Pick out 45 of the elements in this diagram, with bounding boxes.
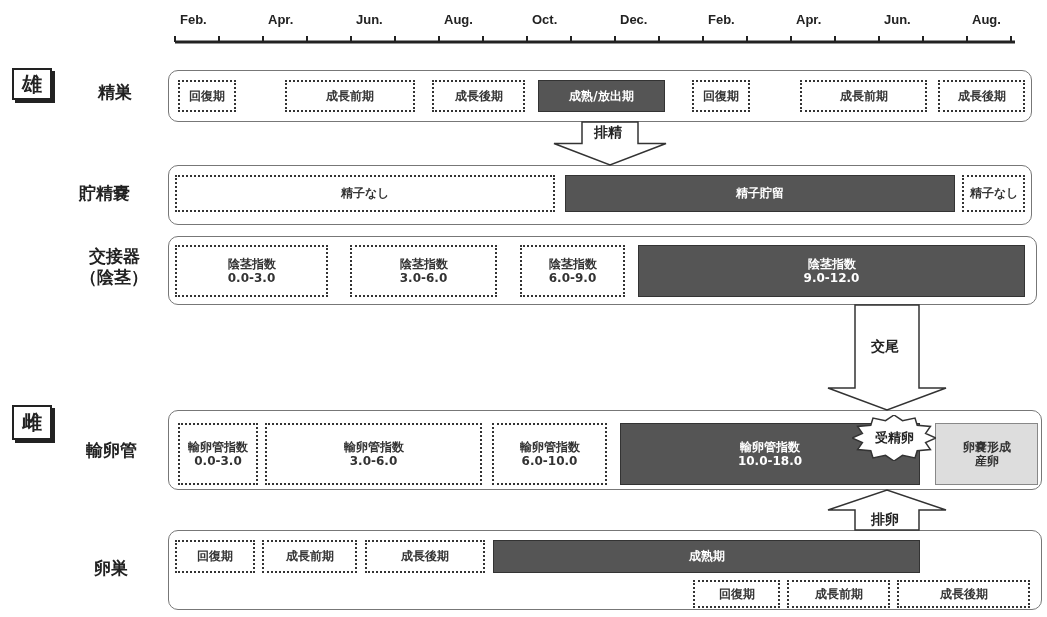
phase-box: 精子なし bbox=[962, 175, 1025, 212]
phase-box: 成長後期 bbox=[365, 540, 485, 573]
phase-box: 回復期 bbox=[178, 80, 236, 112]
phase-box: 成長前期 bbox=[285, 80, 415, 112]
phase-box: 成長前期 bbox=[787, 580, 890, 608]
block-arrow bbox=[827, 304, 947, 411]
edge-label: 排卵 bbox=[869, 511, 901, 529]
month-label: Jun. bbox=[884, 12, 911, 27]
phase-box: 成長後期 bbox=[897, 580, 1030, 608]
phase-box: 陰茎指数 6.0-9.0 bbox=[520, 245, 625, 297]
phase-bar: 陰茎指数 9.0-12.0 bbox=[638, 245, 1025, 297]
phase-box: 精子なし bbox=[175, 175, 555, 212]
phase-box: 成長後期 bbox=[938, 80, 1025, 112]
starburst-shape: 受精卵 bbox=[852, 415, 936, 461]
sex-label-box: 雌 bbox=[12, 405, 52, 440]
month-label: Aug. bbox=[444, 12, 473, 27]
phase-box: 成長後期 bbox=[432, 80, 525, 112]
phase-box: 回復期 bbox=[692, 80, 750, 112]
month-label: Dec. bbox=[620, 12, 648, 27]
phase-box: 回復期 bbox=[175, 540, 255, 573]
month-label: Apr. bbox=[796, 12, 822, 27]
row-label: 貯精嚢 bbox=[77, 183, 131, 205]
phase-box: 輸卵管指数 3.0-6.0 bbox=[265, 423, 482, 485]
phase-box: 陰茎指数 3.0-6.0 bbox=[350, 245, 497, 297]
row-label: 卵巣 bbox=[93, 558, 129, 580]
month-label: Feb. bbox=[180, 12, 207, 27]
month-label: Aug. bbox=[972, 12, 1001, 27]
phase-bar: 成熟期 bbox=[493, 540, 920, 573]
month-label: Feb. bbox=[708, 12, 735, 27]
month-label: Jun. bbox=[356, 12, 383, 27]
phase-box: 卵嚢形成 産卵 bbox=[935, 423, 1038, 485]
phase-box: 輸卵管指数 0.0-3.0 bbox=[178, 423, 258, 485]
phase-box: 輸卵管指数 6.0-10.0 bbox=[492, 423, 607, 485]
phase-bar: 成熟/放出期 bbox=[538, 80, 665, 112]
phase-box: 陰茎指数 0.0-3.0 bbox=[175, 245, 328, 297]
row-label: 輸卵管 bbox=[84, 440, 138, 462]
phase-bar: 精子貯留 bbox=[565, 175, 955, 212]
phase-box: 成長前期 bbox=[800, 80, 927, 112]
phase-box: 回復期 bbox=[693, 580, 780, 608]
row-label: 精巣 bbox=[96, 82, 133, 104]
month-label: Apr. bbox=[268, 12, 294, 27]
month-label: Oct. bbox=[532, 12, 558, 27]
sex-label-box: 雄 bbox=[12, 68, 52, 100]
row-label: 交接器（陰茎） bbox=[79, 246, 149, 289]
phase-box: 成長前期 bbox=[262, 540, 357, 573]
